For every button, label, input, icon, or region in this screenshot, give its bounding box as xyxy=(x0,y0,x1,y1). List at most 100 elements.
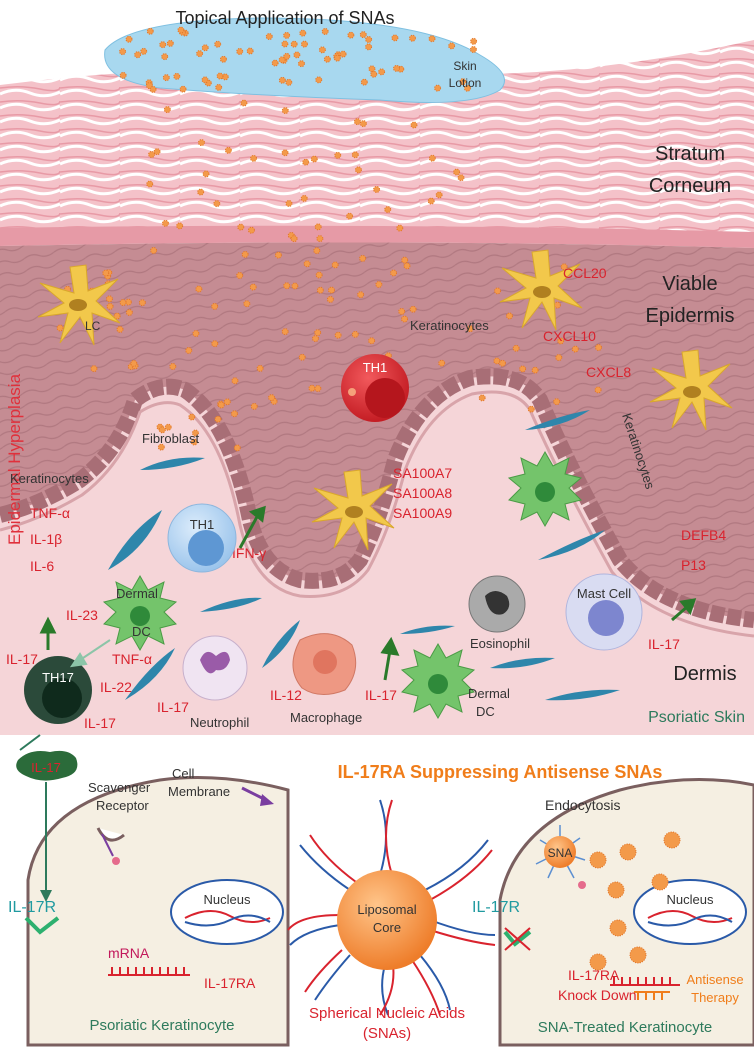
mast-cell-label: Mast Cell xyxy=(577,586,631,601)
sa100a8-label: SA100A8 xyxy=(393,485,452,501)
liposomal-core-label-1: Liposomal xyxy=(357,902,416,917)
antisense-label-2: Therapy xyxy=(691,990,739,1005)
macrophage-icon xyxy=(292,633,357,695)
eosinophil-icon xyxy=(468,575,526,633)
endocytosis-label: Endocytosis xyxy=(545,797,620,813)
il17ra-left-label: IL-17RA xyxy=(204,975,256,991)
liposomal-core-label-2: Core xyxy=(373,920,401,935)
endocytosis-receptor-dot xyxy=(578,881,586,889)
sa100a7-label: SA100A7 xyxy=(393,465,452,481)
il-1b-label: IL-1β xyxy=(30,531,62,547)
epidermis-boundary xyxy=(0,225,754,248)
dermal-dc-left-icon xyxy=(102,574,178,652)
neutrophil-label: Neutrophil xyxy=(190,715,249,730)
scavenger-label-1: Scavenger xyxy=(88,780,151,795)
sna-dna-strands xyxy=(287,799,496,1016)
dna-right-strand xyxy=(647,914,733,927)
il-17-b-label: IL-17 xyxy=(84,715,116,731)
basal-cell-layer xyxy=(0,368,754,628)
sna-particles xyxy=(56,26,603,452)
suppress-title: IL-17RA Suppressing Antisense SNAs xyxy=(338,762,663,782)
dermal-dc-bottom-icon xyxy=(400,642,476,720)
ifn-g-label: IFN-γ xyxy=(232,545,266,561)
psoriatic-keratinocyte-cell xyxy=(26,776,290,1047)
membrane-arrowhead xyxy=(260,794,274,806)
viable-epidermis-label-2: Epidermis xyxy=(646,305,735,327)
dna-left xyxy=(184,910,271,923)
lc-label: LC xyxy=(85,319,101,333)
sna-small-label: SNA xyxy=(548,846,573,860)
stratum-corneum-label-1: Stratum xyxy=(655,143,725,165)
sna-caption-2: (SNAs) xyxy=(363,1025,411,1042)
sa100a9-label: SA100A9 xyxy=(393,505,452,521)
il-23-label: IL-23 xyxy=(66,607,98,623)
figure-title: Topical Application of SNAs xyxy=(175,8,394,28)
dermis-label: Dermis xyxy=(673,663,736,685)
cell-membrane-label-2: Membrane xyxy=(168,784,230,799)
ccl20-label: CCL20 xyxy=(563,265,607,281)
dna-right xyxy=(647,910,733,923)
sna-small-icon xyxy=(535,825,586,879)
nucleus-right-label: Nucleus xyxy=(667,892,714,907)
tnf-a-left-label: TNF-α xyxy=(30,505,70,521)
dermal-dc-right-icon xyxy=(507,450,583,528)
mast-cell-icon xyxy=(565,573,643,651)
antisense-label-1: Antisense xyxy=(686,972,743,987)
lc-cell-icon xyxy=(649,349,733,431)
nucleus-left xyxy=(170,879,284,945)
fibroblast-cells xyxy=(108,410,620,701)
defb4-label: DEFB4 xyxy=(681,527,726,543)
scavenger-receptor-notch xyxy=(96,827,125,842)
th1-top-label: TH1 xyxy=(363,360,388,375)
fibroblast-label: Fibroblast xyxy=(142,431,199,446)
signal-arrows xyxy=(39,505,697,681)
psoriatic-skin-label: Psoriatic Skin xyxy=(648,709,745,726)
il-6-label: IL-6 xyxy=(30,558,54,574)
sna-caption-1: Spherical Nucleic Acids xyxy=(309,1005,465,1022)
th17-to-il17-arrow xyxy=(19,734,41,751)
sna-treated-label: SNA-Treated Keratinocyte xyxy=(538,1019,713,1036)
blocked-x-icon xyxy=(504,927,531,951)
cxcl8-label: CXCL8 xyxy=(586,364,631,380)
il17r-right-label: IL-17R xyxy=(472,899,520,916)
cxcl10-label: CXCL10 xyxy=(543,328,596,344)
il17r-left-label: IL-17R xyxy=(8,899,56,916)
lc-cell-icon xyxy=(499,249,583,331)
th1-low-label: TH1 xyxy=(190,517,215,532)
skin-lotion-label-2: Lotion xyxy=(449,76,482,90)
il17r-left-icon xyxy=(24,916,60,935)
mrna-icon xyxy=(108,967,190,976)
il-22-label: IL-22 xyxy=(100,679,132,695)
mrna-label: mRNA xyxy=(108,945,150,961)
tnf-a-dc-label: TNF-α xyxy=(112,651,152,667)
lc-cell-icon xyxy=(311,469,395,551)
keratinocytes-left-label: Keratinocytes xyxy=(10,471,89,486)
il-17-mast-label: IL-17 xyxy=(648,636,680,652)
il17-blob-label: IL-17 xyxy=(31,760,61,775)
mrna-knockdown-icon xyxy=(610,977,680,1000)
epidermal-hyperplasia-label: Epidermal Hyperplasia xyxy=(5,373,24,545)
dna-left-strand xyxy=(184,914,271,927)
th17-label: TH17 xyxy=(42,670,74,685)
th1-red-cell-icon xyxy=(341,354,409,422)
macrophage-label: Macrophage xyxy=(290,710,362,725)
scavenger-label-2: Receptor xyxy=(96,798,149,813)
eosinophil-label: Eosinophil xyxy=(470,636,530,651)
il-17-macrophage-label: IL-17 xyxy=(365,687,397,703)
keratinocytes-top-label: Keratinocytes xyxy=(410,318,489,333)
dc-to-th17-arrow xyxy=(69,639,111,668)
internalized-snas xyxy=(589,831,681,971)
scavenger-receptor-dot xyxy=(112,857,120,865)
dermal-dc-right-label-2: DC xyxy=(476,704,495,719)
knock-down-label-1: IL-17RA xyxy=(568,967,620,983)
liposomal-core-icon xyxy=(337,870,437,970)
knock-down-label-2: Knock Down xyxy=(558,987,637,1003)
il17-blob xyxy=(16,750,78,781)
dermal-dc-left-label-1: Dermal xyxy=(116,586,158,601)
stratum-corneum-label-2: Corneum xyxy=(649,175,731,197)
cell-membrane-label-1: Cell xyxy=(172,766,195,781)
th17-cell-icon xyxy=(24,656,92,724)
il17r-right-icon xyxy=(503,930,532,947)
il-12-label: IL-12 xyxy=(270,687,302,703)
